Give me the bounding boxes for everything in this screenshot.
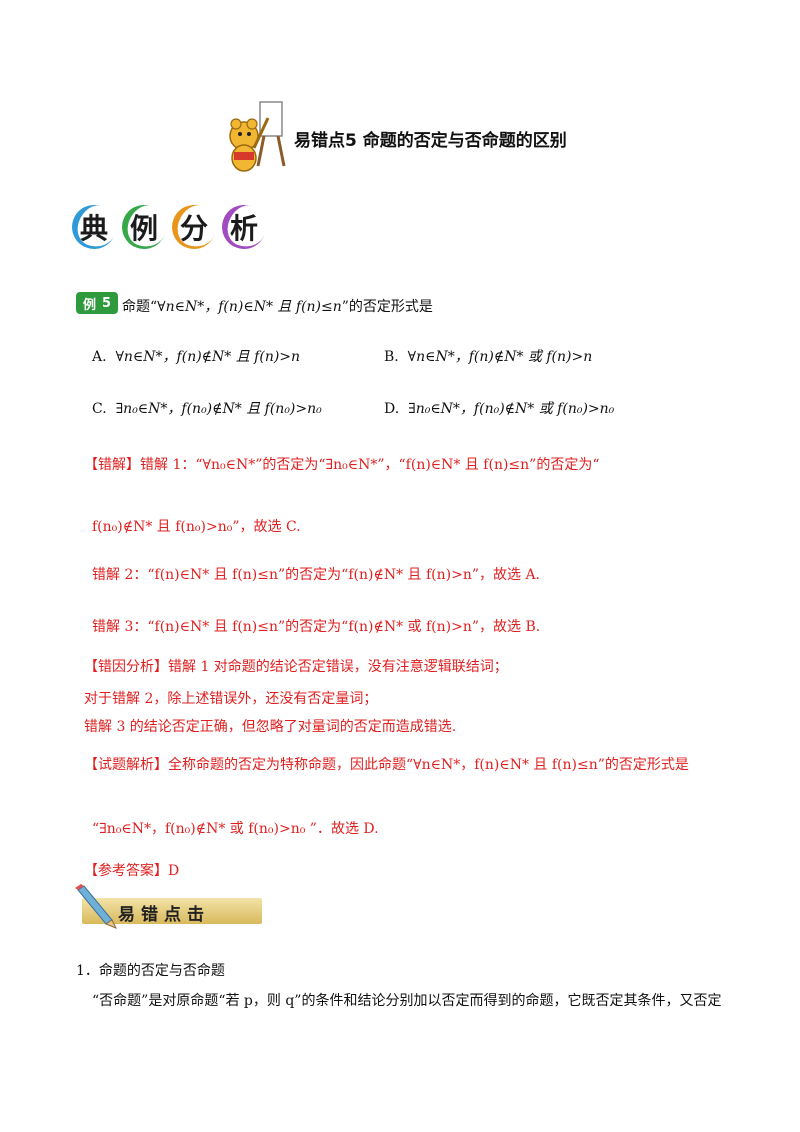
paragraph-1: “否命题”是对原命题“若 p，则 q”的条件和结论分别加以否定而得到的命题，它既…: [92, 993, 722, 1009]
tips-banner: 易错点击: [72, 884, 262, 930]
section-item-1: 1．命题的否定与否命题: [76, 963, 225, 979]
section-char-1: 典: [72, 205, 116, 249]
wrong-solution-1-line2: f(n₀)∉N* 且 f(n₀)>n₀”，故选 C.: [92, 519, 301, 535]
option-c: C. ∃n₀∈N*，f(n₀)∉N* 且 f(n₀)>n₀: [92, 401, 322, 417]
wrong-solution-3: 错解 3：“f(n)∈N* 且 f(n)≤n”的否定为“f(n)∉N* 或 f(…: [92, 619, 541, 635]
wrong-solution-2: 错解 2：“f(n)∈N* 且 f(n)≤n”的否定为“f(n)∉N* 且 f(…: [92, 567, 541, 583]
section-heading: 典 例 分 析: [72, 205, 266, 255]
page-title: 易错点5 命题的否定与否命题的区别: [294, 131, 567, 151]
section-char-2: 例: [122, 205, 166, 249]
error-analysis-3: 错解 3 的结论否定正确，但忽略了对量词的否定而造成错选.: [84, 719, 457, 735]
error-analysis-1: 【错因分析】错解 1 对命题的结论否定错误，没有注意逻辑联结词；: [84, 659, 508, 675]
section-char-3: 分: [172, 205, 216, 249]
wrong-solution-1-line1: 【错解】错解 1：“∀n₀∈N*”的否定为“∃n₀∈N*”，“f(n)∈N* 且…: [84, 457, 600, 473]
section-char-4: 析: [222, 205, 266, 249]
option-d: D. ∃n₀∈N*，f(n₀)∉N* 或 f(n₀)>n₀: [384, 401, 615, 417]
error-analysis-2: 对于错解 2，除上述错误外，还没有否定量词；: [84, 691, 378, 707]
option-b: B. ∀n∈N*，f(n)∉N* 或 f(n)>n: [384, 349, 593, 365]
solution-line2: “∃n₀∈N*，f(n₀)∉N* 或 f(n₀)>n₀ ”．故选 D.: [92, 821, 379, 837]
solution-line1: 【试题解析】全称命题的否定为特称命题，因此命题“∀n∈N*，f(n)∈N* 且 …: [84, 757, 689, 773]
option-a: A. ∀n∈N*，f(n)∉N* 且 f(n)>n: [92, 349, 301, 365]
reference-answer: 【参考答案】D: [84, 863, 180, 879]
title-block: 易错点5 命题的否定与否命题的区别: [222, 96, 622, 176]
mascot-easel-icon: [229, 101, 286, 172]
pencil-icon: [75, 884, 118, 929]
example-stem: 命题“∀n∈N*，f(n)∈N* 且 f(n)≤n”的否定形式是: [122, 299, 433, 315]
